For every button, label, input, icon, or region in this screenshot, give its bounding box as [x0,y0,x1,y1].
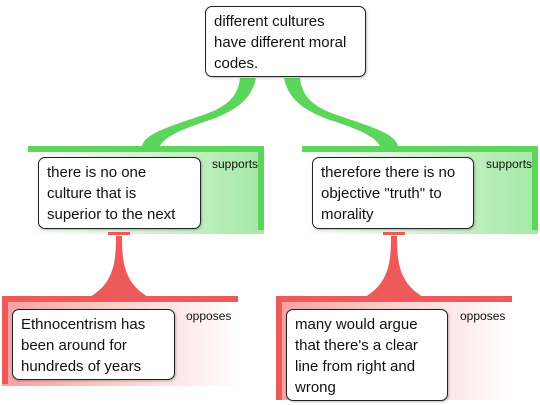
support-connector-right [284,78,398,146]
oppose-connector-left [88,232,150,298]
premise-left-text: there is no one culture that is superior… [47,164,176,223]
premise-left-relation: supports [212,157,259,171]
premise-right-text: therefore there is no objective "truth" … [321,164,456,223]
objection-node-right[interactable]: many would argue that there's a clear li… [286,309,448,401]
objection-right-text: many would argue that there's a clear li… [295,316,418,396]
support-connector-left [142,78,256,146]
objection-left-text: Ethnocentrism has been around for hundre… [21,316,146,375]
objection-right-relation: opposes [460,309,506,323]
oppose-connector-right [363,232,425,298]
premise-right-relation: supports [486,157,533,171]
objection-left-relation: opposes [186,309,232,323]
premise-node-left[interactable]: there is no one culture that is superior… [38,157,201,229]
claim-text: different cultures have different moral … [214,13,347,72]
claim-node[interactable]: different cultures have different moral … [205,6,366,77]
objection-node-left[interactable]: Ethnocentrism has been around for hundre… [12,309,175,380]
premise-node-right[interactable]: therefore there is no objective "truth" … [312,157,474,229]
